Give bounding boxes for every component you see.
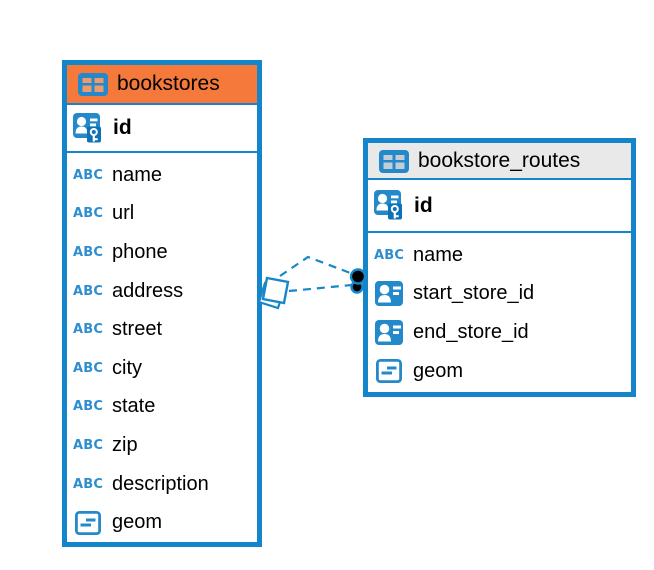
column-name: description [112, 472, 209, 495]
column-name: url [112, 202, 135, 225]
column-row[interactable]: geom [67, 503, 257, 542]
relationship-edge-start-store[interactable] [279, 255, 354, 277]
text-type-icon: ABC [73, 206, 104, 222]
column-list: ABC name ABC url ABC phone ABC address A… [67, 153, 257, 542]
column-row[interactable]: ABC name [67, 156, 257, 195]
table-bookstores[interactable]: bookstores id ABC [62, 60, 262, 547]
column-row[interactable]: ABC address [67, 272, 257, 311]
column-name: start_store_id [413, 282, 535, 305]
text-type-icon: ABC [73, 399, 104, 415]
column-name: city [112, 356, 142, 379]
column-name: name [413, 243, 464, 266]
column-row-id[interactable]: id [368, 180, 631, 233]
primary-key-icon [374, 190, 405, 221]
text-type-icon: ABC [73, 360, 104, 376]
column-name: id [113, 116, 132, 139]
table-header-bookstores[interactable]: bookstores [67, 65, 257, 105]
column-name: zip [112, 433, 138, 456]
text-type-icon: ABC [73, 322, 104, 338]
column-row[interactable]: ABC name [368, 236, 631, 275]
primary-key-icon [73, 112, 104, 144]
table-bookstore-routes[interactable]: bookstore_routes id ABC [363, 138, 636, 397]
column-row[interactable]: ABC phone [67, 233, 257, 272]
column-name: name [112, 163, 163, 186]
text-type-icon: ABC [73, 437, 104, 453]
table-icon [78, 73, 108, 96]
column-name: street [112, 318, 163, 341]
table-title: bookstores [117, 72, 220, 95]
text-type-icon: ABC [73, 167, 104, 183]
table-title: bookstore_routes [418, 148, 581, 172]
text-type-icon: ABC [73, 476, 104, 492]
foreign-key-icon [374, 319, 404, 345]
column-row-id[interactable]: id [67, 105, 257, 153]
relationship-diamond-marker[interactable] [257, 276, 290, 310]
relationship-edge-end-store[interactable] [288, 283, 353, 293]
geometry-type-icon [73, 510, 103, 535]
geometry-type-icon [374, 359, 404, 384]
text-type-icon: ABC [73, 244, 104, 260]
column-name: geom [413, 359, 464, 382]
column-row[interactable]: ABC state [67, 388, 257, 427]
column-row[interactable]: geom [368, 352, 631, 391]
column-row[interactable]: ABC description [67, 465, 257, 504]
column-list: ABC name start_store_id [368, 233, 631, 390]
column-row[interactable]: ABC city [67, 349, 257, 388]
column-name: state [112, 395, 156, 418]
column-name: end_store_id [413, 320, 529, 343]
text-type-icon: ABC [73, 283, 104, 299]
table-icon [379, 149, 409, 173]
text-type-icon: ABC [374, 247, 405, 263]
column-name: id [414, 193, 433, 217]
column-row[interactable]: ABC zip [67, 426, 257, 465]
column-name: phone [112, 240, 168, 263]
column-name: address [112, 279, 184, 302]
column-name: geom [112, 511, 163, 534]
foreign-key-icon [374, 281, 404, 307]
column-row[interactable]: end_store_id [368, 313, 631, 352]
column-row[interactable]: start_store_id [368, 275, 631, 314]
table-header-bookstore-routes[interactable]: bookstore_routes [368, 143, 631, 180]
column-row[interactable]: ABC url [67, 195, 257, 234]
column-row[interactable]: ABC street [67, 310, 257, 349]
